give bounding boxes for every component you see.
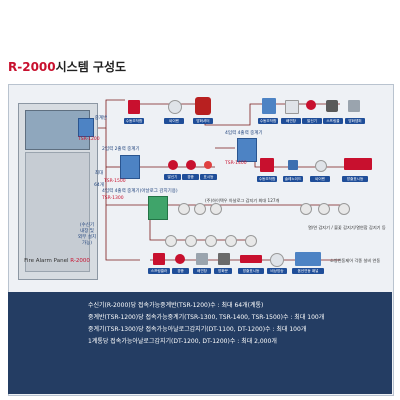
detector-icon: [165, 235, 177, 247]
cabinet-caption-model: R-2000: [70, 258, 90, 264]
device-tag-shutter: 방화셔터: [193, 118, 213, 124]
device-tag-discharge-lamp-2: 방출표시등: [238, 268, 264, 274]
page-title: R-2000시스템 구성도: [8, 58, 126, 75]
broadcast-icon: [270, 253, 284, 267]
discharge-lamp-icon: [344, 158, 372, 170]
device-tag-broadcast: 비상방송: [267, 268, 287, 274]
info-line-1: 수신기(R-2000)당 접속가능중계반(TSR-1200)수 : 최대 64개…: [88, 302, 264, 309]
shutter-icon: [195, 97, 211, 115]
extension-note: 소방연동제어 각종 설비 연동: [330, 258, 381, 263]
device-tag-option-panel: 옵션연동 패널: [292, 268, 324, 274]
device-tag-manual-box: 수동조작함: [124, 118, 144, 124]
info-line-2: 중계반(TSR-1200)당 접속가능중계기(TSR-1300, TSR-140…: [88, 314, 325, 321]
relay-tsr1400-icon: [237, 138, 257, 162]
solenoid-icon: [288, 160, 298, 170]
relay-tsr1300-icon: [148, 196, 168, 220]
call-point-2-icon: [168, 160, 178, 170]
siren-2-icon: [315, 160, 327, 172]
relay-board-label: 중계반: [94, 116, 108, 121]
install-option-label: (수신기 내장 및 외부 설치 가능): [78, 223, 96, 246]
device-tag-sprinkler: 스프링쿨: [323, 118, 343, 124]
detector-icon: [300, 203, 312, 215]
device-tag-manual-box-2: 수동조작함: [258, 118, 278, 124]
info-line-3: 중계기(TSR-1300)당 접속가능아날로그감지기(DT-1100, DT-1…: [88, 326, 307, 333]
manual-box-3-icon: [260, 158, 274, 172]
detector-icon: [205, 235, 217, 247]
device-tag-fire-damper: 방화댐퍼: [345, 118, 365, 124]
detector-icon: [185, 235, 197, 247]
smoke-vent-icon: [285, 100, 299, 114]
bell-2-icon: [175, 254, 185, 264]
device-tag-smoke-vent: 배연창: [281, 118, 301, 124]
device-tag-sprinkler-2: 스프링클러: [148, 268, 170, 274]
device-tag-solenoid: 솔레노이드: [283, 176, 303, 182]
detector-icon: [225, 235, 237, 247]
relay-board-model: TSR-1200: [78, 137, 100, 142]
device-tag-smoke-vent-2: 배연창: [193, 268, 211, 274]
detector-type-note: 열/연 감지기 / 불꽃 감지기/열연합 감지기 등: [308, 225, 386, 230]
device-tag-siren: 싸이렌: [164, 118, 184, 124]
detector-icon: [318, 203, 330, 215]
device-tag-bell-2: 경종: [172, 268, 189, 274]
capacity-info-box: [8, 292, 392, 394]
count-label: 64개: [94, 183, 104, 188]
title-text: 시스템 구성도: [55, 60, 127, 74]
device-tag-call-point-2: 발신기: [164, 174, 181, 180]
manual-box-icon: [128, 100, 140, 114]
bell-icon: [186, 160, 196, 170]
detector-icon: [194, 203, 206, 215]
device-tag-discharge-lamp: 방출표시등: [342, 176, 368, 182]
manual-box-2-icon: [262, 98, 276, 114]
device-tag-manual-box-3: 수동조작함: [257, 176, 277, 182]
siren-icon: [168, 100, 182, 114]
fire-door-icon: [218, 253, 230, 265]
detector-icon: [338, 203, 350, 215]
title-model: R-2000: [8, 60, 56, 74]
sprinkler-panel-icon: [153, 253, 165, 265]
indicator-lamp-icon: [204, 161, 212, 169]
fire-damper-icon: [348, 100, 360, 112]
sprinkler-icon: [326, 100, 338, 112]
panel-door: [25, 152, 90, 272]
device-tag-siren-2: 싸이렌: [310, 176, 330, 182]
info-line-4: 1계통당 접속가능아날로그감지기(DT-1200, DT-1200)수 : 최대…: [88, 338, 277, 345]
relay-tsr1500-icon: [120, 155, 140, 179]
cabinet-caption: Fire Alarm Panel R-2000: [18, 258, 96, 264]
analog-note: (주)하이텍우 아날로그 감지기 최대 127개: [205, 198, 280, 203]
relay-tsr1300-model: TSR-1300: [102, 196, 124, 201]
device-tag-indicator-lamp: 표시등: [200, 174, 217, 180]
detector-icon: [210, 203, 222, 215]
call-point-icon: [306, 100, 316, 110]
relay-tsr1300-name: 4입력 4출력 중계기(아날로그 감지기용): [102, 189, 178, 194]
detector-icon: [245, 235, 257, 247]
cabinet-caption-text: Fire Alarm Panel: [24, 258, 69, 264]
device-tag-call-point: 발신기: [302, 118, 322, 124]
device-tag-fire-door: 방화문: [214, 268, 232, 274]
discharge-lamp-2-icon: [240, 255, 262, 263]
option-panel-icon: [295, 252, 321, 266]
relay-board-icon: [78, 118, 94, 137]
detector-icon: [178, 203, 190, 215]
smoke-vent-2-icon: [196, 253, 208, 265]
max-label: 최대: [94, 171, 104, 176]
relay-tsr1400-model: TSR-1400: [225, 161, 247, 166]
device-tag-bell: 경종: [182, 174, 199, 180]
relay-tsr1500-name: 2입력 2출력 중계기: [102, 147, 140, 152]
relay-tsr1500-model: TSR-1500: [104, 179, 126, 184]
relay-tsr1400-name: 4입력 4출력 중계기: [225, 131, 263, 136]
